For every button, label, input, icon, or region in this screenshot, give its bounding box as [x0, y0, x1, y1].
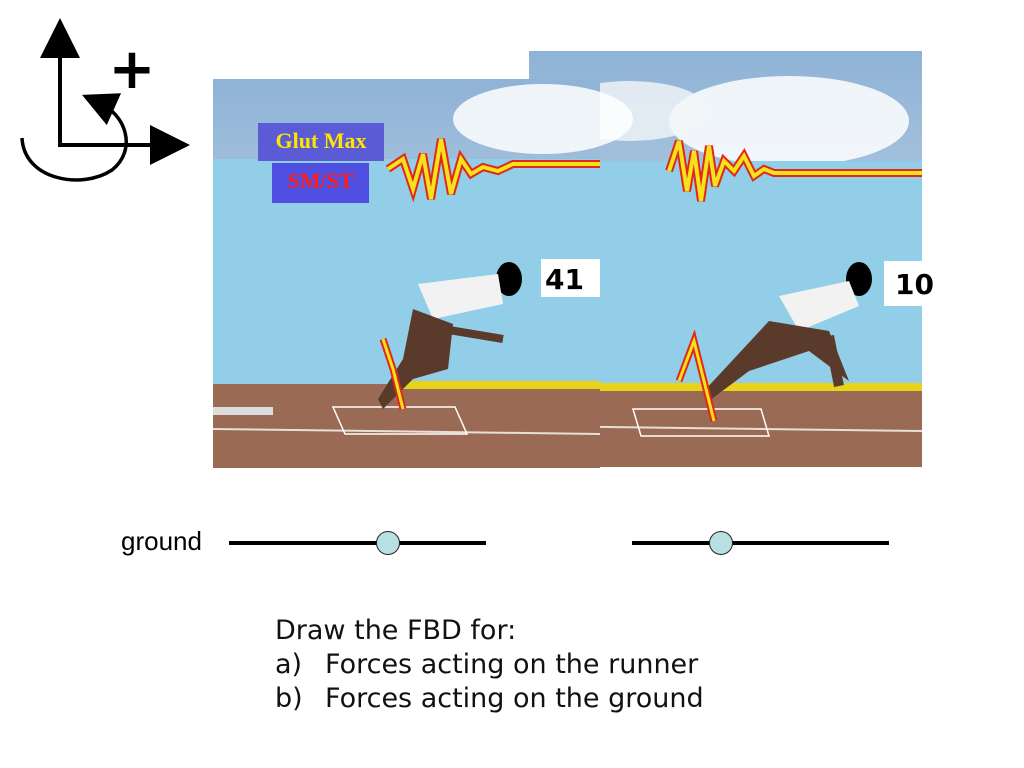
instruction-marker-a: a)	[275, 649, 303, 680]
instruction-item-a: a) Forces acting on the runner	[275, 648, 704, 682]
hurdle-sign-left	[541, 259, 600, 297]
instruction-text-b: Forces acting on the ground	[325, 683, 704, 714]
sprint-start-photo-left: 41	[212, 79, 633, 468]
hurdle-sign-right	[884, 261, 922, 306]
positive-rotation-sign: +	[109, 37, 156, 102]
instructions: Draw the FBD for: a) Forces acting on the…	[275, 614, 704, 716]
ground-line-left	[229, 541, 486, 545]
runner-figure-right	[704, 262, 872, 401]
ground-line-right	[632, 541, 889, 545]
coordinate-axes-icon: +	[20, 18, 190, 182]
instruction-text-a: Forces acting on the runner	[325, 649, 699, 680]
contact-point-left	[376, 531, 400, 555]
instruction-item-b: b) Forces acting on the ground	[275, 682, 704, 716]
rotation-arrow	[20, 93, 128, 182]
contact-point-right	[709, 531, 733, 555]
instruction-marker-b: b)	[275, 683, 303, 714]
smst-label: SM/ST	[272, 163, 369, 203]
hurdle-number-left: 41	[545, 263, 584, 296]
hurdle-number-right: 10	[895, 268, 934, 301]
ground-label: ground	[121, 526, 202, 556]
instructions-heading: Draw the FBD for:	[275, 615, 517, 646]
glut-max-label: Glut Max	[258, 123, 384, 161]
